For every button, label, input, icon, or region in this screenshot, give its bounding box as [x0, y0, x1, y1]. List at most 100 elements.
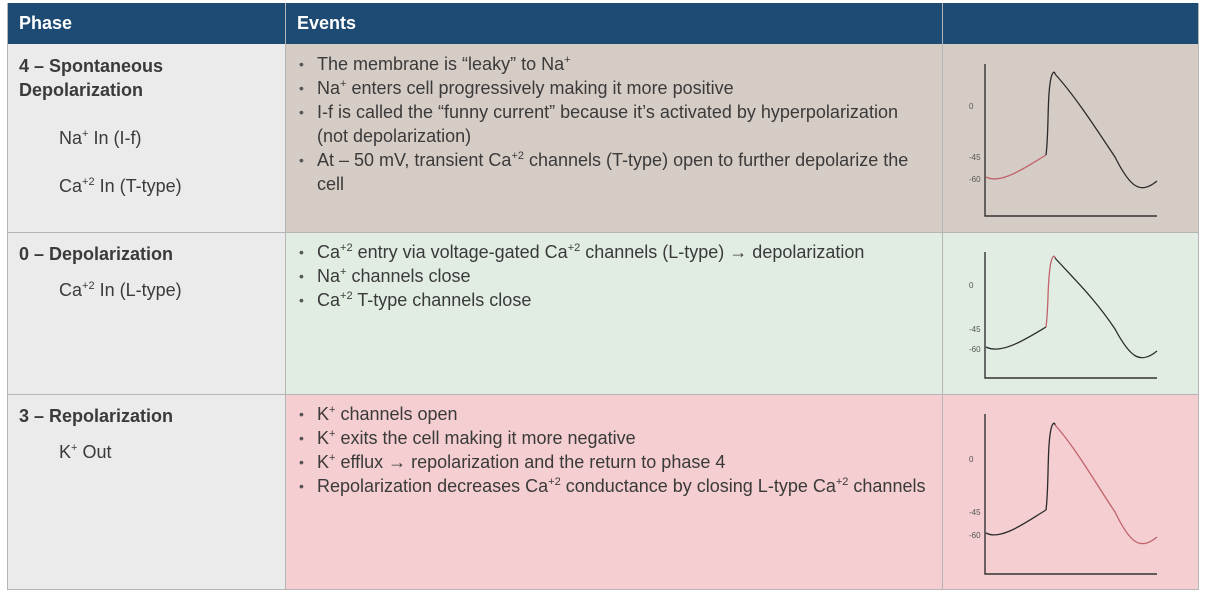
event-text: channels open: [335, 404, 458, 424]
ion-charge: +: [71, 442, 78, 454]
graph-axes: [984, 414, 1157, 575]
row-divider: [7, 232, 1199, 233]
event-superscript: +: [329, 404, 336, 416]
phase-ion-flow: Na+ In (I-f): [19, 126, 275, 150]
graph-tick-label: -45: [969, 508, 981, 517]
event-text: channels close: [346, 266, 471, 286]
events-list: K+ channels openK+ exits the cell making…: [297, 402, 932, 498]
graph-tick-label: -45: [969, 153, 981, 162]
phase-name: 4 – Spontaneous Depolarization: [19, 56, 164, 100]
header-events-label: Events: [297, 13, 357, 33]
events-cell: The membrane is “leaky” to Na+Na+ enters…: [285, 44, 942, 232]
event-text: K: [317, 452, 330, 472]
graph-tick-label: 0: [969, 281, 974, 290]
graph-tick-label: 0: [969, 455, 974, 464]
curve-segment-phase4: [985, 509, 1047, 536]
event-item: I-f is called the “funny current” becaus…: [297, 100, 932, 148]
event-superscript: +2: [340, 290, 353, 302]
event-item: Ca+2 T-type channels close: [297, 288, 932, 312]
ion-charge: +2: [82, 280, 95, 292]
event-text: Ca: [317, 242, 341, 262]
graph-tick-label: 0: [969, 102, 974, 111]
ion-direction: In (I-f): [88, 128, 142, 148]
event-text: conductance by closing L-type Ca: [560, 476, 836, 496]
event-text: enters cell progressively making it more…: [346, 78, 734, 98]
event-item: K+ channels open: [297, 402, 932, 426]
header-phase: Phase: [7, 3, 285, 44]
event-item: Ca+2 entry via voltage-gated Ca+2 channe…: [297, 240, 932, 264]
header-graph: [942, 3, 1199, 44]
events-cell: Ca+2 entry via voltage-gated Ca+2 channe…: [285, 232, 942, 394]
column-divider: [942, 3, 943, 590]
event-text: channels: [848, 476, 926, 496]
ion-charge: +: [82, 128, 89, 140]
event-item: Na+ enters cell progressively making it …: [297, 76, 932, 100]
phase-ion-flow: Ca+2 In (T-type): [19, 174, 275, 198]
event-text: channels (L-type) → depolarization: [580, 242, 865, 262]
ion-name: Na: [59, 128, 83, 148]
header-phase-label: Phase: [19, 13, 73, 33]
graph-tick-label: -60: [969, 345, 981, 354]
graph-tick-label: -60: [969, 531, 981, 540]
curve-segment-phase3: [1054, 73, 1158, 189]
graph-tick-label: -60: [969, 175, 981, 184]
event-superscript: +: [329, 452, 336, 464]
event-superscript: +2: [340, 242, 353, 254]
phase-ion-flow: Ca+2 In (L-type): [19, 278, 275, 302]
event-item: Na+ channels close: [297, 264, 932, 288]
action-potential-graph-cell: 0 -45 -60: [942, 394, 1199, 590]
action-potential-graph: 0 -45 -60: [969, 414, 1158, 575]
events-list: Ca+2 entry via voltage-gated Ca+2 channe…: [297, 240, 932, 312]
event-text: efflux → repolarization and the return t…: [335, 452, 726, 472]
curve-segment-phase4: [985, 326, 1047, 350]
event-text: Na: [317, 78, 341, 98]
header-events: Events: [285, 3, 942, 44]
graph-axes: [984, 252, 1157, 379]
ion-direction: In (T-type): [94, 176, 182, 196]
event-text: Repolarization decreases Ca: [317, 476, 549, 496]
event-superscript: +: [340, 78, 347, 90]
event-text: K: [317, 428, 330, 448]
events-list: The membrane is “leaky” to Na+Na+ enters…: [297, 52, 932, 196]
ion-direction: In (L-type): [94, 280, 182, 300]
phases-table: Phase Events 4 – Spontaneous Depolarizat…: [7, 3, 1199, 590]
ion-name: Ca: [59, 176, 83, 196]
phase-ion-flow: K+ Out: [19, 440, 275, 464]
event-superscript: +: [564, 54, 571, 66]
table-border: [1198, 3, 1199, 590]
curve-segment-phase3: [1054, 257, 1158, 359]
event-item: K+ efflux → repolarization and the retur…: [297, 450, 932, 474]
event-superscript: +2: [567, 242, 581, 254]
ion-charge: +2: [82, 176, 95, 188]
curve-segment-phase0: [1045, 71, 1056, 156]
event-text: channels (T-type) open to further depola…: [317, 150, 909, 194]
event-item: K+ exits the cell making it more negativ…: [297, 426, 932, 450]
event-item: Repolarization decreases Ca+2 conductanc…: [297, 474, 932, 498]
phase-name: 0 – Depolarization: [19, 244, 174, 264]
action-potential-graph-cell: 0 -45 -60: [942, 44, 1199, 232]
ion-direction: Out: [77, 442, 112, 462]
curve-segment-phase0: [1045, 422, 1056, 511]
ion-name: Ca: [59, 280, 83, 300]
event-text: At – 50 mV, transient Ca: [317, 150, 512, 170]
event-text: exits the cell making it more negative: [335, 428, 636, 448]
event-superscript: +2: [511, 150, 524, 162]
ion-name: K: [59, 442, 72, 462]
event-text: T-type channels close: [352, 290, 532, 310]
event-superscript: +: [340, 266, 347, 278]
curve-segment-phase0: [1045, 255, 1056, 328]
curve-segment-phase3: [1054, 424, 1158, 545]
event-text: Na: [317, 266, 341, 286]
row-divider: [7, 394, 1199, 395]
event-text: I-f is called the “funny current” becaus…: [317, 102, 898, 146]
graph-axes: [984, 64, 1157, 217]
table-border: [7, 3, 8, 590]
event-text: K: [317, 404, 330, 424]
event-text: entry via voltage-gated Ca: [352, 242, 568, 262]
phase-name: 3 – Repolarization: [19, 406, 174, 426]
action-potential-graph-cell: 0-45-60: [942, 232, 1199, 394]
action-potential-graph: 0 -45 -60: [969, 64, 1158, 217]
